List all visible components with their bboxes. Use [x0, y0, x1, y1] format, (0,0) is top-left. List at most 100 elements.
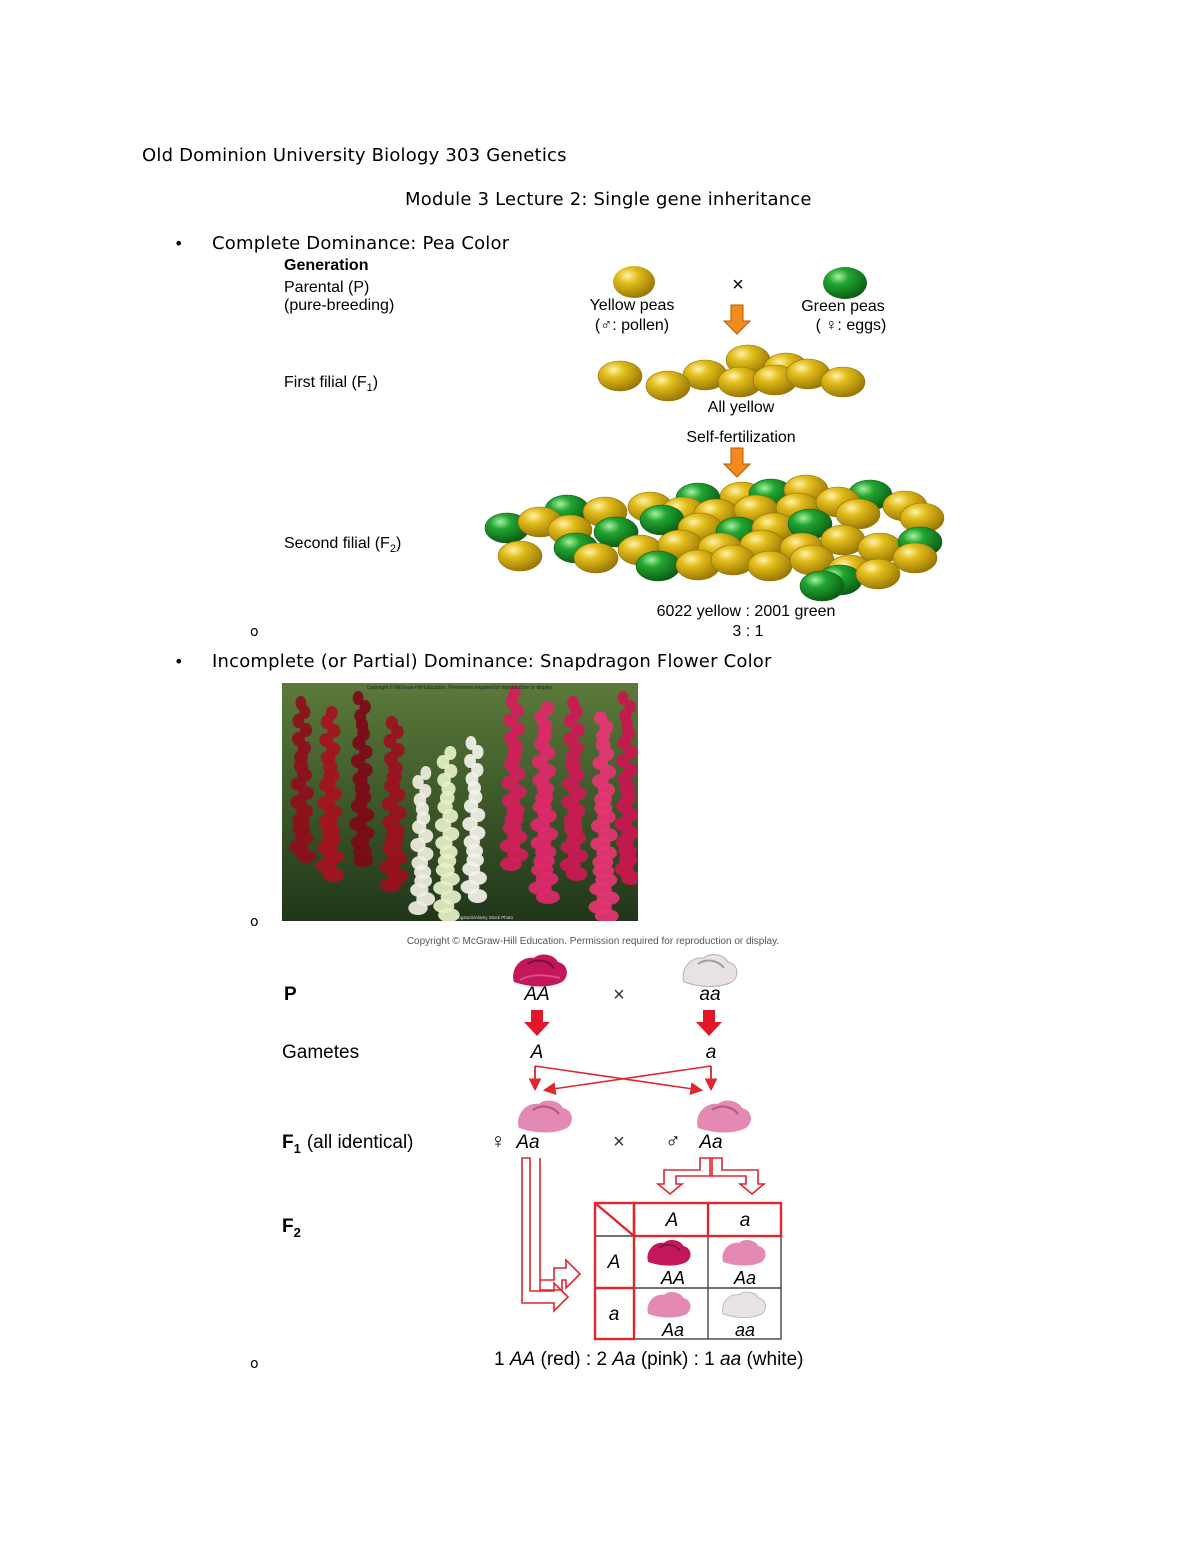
ratio-part: (white) [741, 1349, 803, 1370]
pink-flower-icon [722, 1240, 766, 1266]
course-title: Old Dominion University Biology 303 Gene… [142, 145, 567, 166]
snapdragon-photo: Copyright © McGraw-Hill Education. Permi… [282, 683, 638, 921]
punnett-cell-Aa: Aa [733, 1268, 756, 1288]
sub-bullet-marker: o [250, 1356, 259, 1372]
snapdragon-blossom [438, 908, 460, 921]
gametes-label: Gametes [282, 1042, 359, 1063]
self-fertilization-label: Self-fertilization [686, 429, 795, 446]
pink-flower-icon [697, 1100, 751, 1133]
yellow-pea-parent [613, 266, 655, 298]
punnett-col-A: A [665, 1210, 679, 1231]
snapdragon-blossom [620, 871, 638, 885]
red-flower-icon [647, 1240, 691, 1266]
ratio-part: (red) : 2 [535, 1349, 612, 1370]
snapdragon-blossom [563, 714, 577, 728]
genotype-AA: AA [523, 984, 549, 1005]
snapdragon-blossom [408, 901, 428, 915]
snapdragon-blossom [617, 691, 629, 705]
p-label: P [284, 984, 297, 1005]
green-pea [635, 550, 681, 582]
bullet-complete-dominance: Complete Dominance: Pea Color [212, 233, 510, 254]
snapdragon-blossom [412, 775, 424, 789]
yellow-pea [820, 366, 866, 398]
snapdragon-blossom [444, 746, 457, 760]
white-flower-icon [682, 954, 738, 987]
sub-bullet-marker: o [250, 624, 259, 640]
down-arrow-icon [722, 304, 752, 335]
gamete-cross-arrows [528, 1065, 718, 1090]
generation-heading: Generation [284, 257, 368, 274]
white-flower-icon [722, 1291, 766, 1318]
lecture-title: Module 3 Lecture 2: Single gene inherita… [405, 189, 812, 210]
f2-label-sub: 2 [390, 543, 396, 555]
f2-ratio: 1 AA (red) : 2 Aa (pink) : 1 aa (white) [494, 1349, 803, 1370]
f2-outline-arrows [521, 1157, 767, 1313]
yellow-pea [497, 540, 543, 572]
ratio-part: (pink) : 1 [636, 1349, 720, 1370]
punnett-col-a: a [740, 1210, 751, 1231]
male-symbol-icon: ♂ [665, 1130, 681, 1153]
f1-row-label-f: F [282, 1132, 294, 1153]
f2-row-label-f: F [282, 1216, 294, 1237]
snapdragon-blossom [472, 745, 484, 759]
snapdragon-blossom [299, 723, 313, 737]
snapdragon-blossom [391, 725, 404, 739]
punnett-row-A: A [607, 1252, 621, 1273]
f1-label-sub: 1 [367, 382, 373, 394]
f2-label-text: Second filial (F [284, 535, 390, 552]
yellow-pea [855, 558, 901, 590]
yellow-peas-label: Yellow peas [590, 297, 675, 314]
pea-cross-figure: Generation Parental (P) (pure-breeding) … [284, 257, 945, 640]
snapdragon-cross-figure: Copyright © McGraw-Hill Education. Permi… [282, 936, 803, 1370]
snapdragon-blossom [353, 853, 373, 867]
f1-row-label: F1 (all identical) [282, 1132, 414, 1156]
snapdragon-blossom [565, 867, 588, 881]
ratio-part: 1 [494, 1349, 510, 1370]
down-arrow-icon [722, 447, 752, 478]
yellow-pea [597, 360, 643, 392]
f1-row-label-rest: (all identical) [307, 1132, 414, 1153]
yellow-pea [835, 498, 881, 530]
bullet-marker: • [174, 234, 184, 253]
snapdragon-blossom [464, 754, 476, 768]
snapdragon-blossom [380, 878, 402, 892]
figure-copyright: Copyright © McGraw-Hill Education. Permi… [407, 936, 779, 947]
f2-row-label: F2 [282, 1216, 301, 1240]
yellow-pea [710, 544, 756, 576]
snapdragon-blossom [359, 745, 373, 759]
f2-ratio-label: 3 : 1 [732, 623, 763, 640]
ratio-part: AA [509, 1349, 535, 1370]
snapdragon-blossom [436, 755, 450, 769]
cross-symbol: × [613, 984, 625, 1006]
f2-count-label: 6022 yellow : 2001 green [657, 603, 836, 620]
photo-caption-top: Copyright © McGraw-Hill Education. Permi… [367, 684, 553, 691]
snapdragon-blossom [465, 736, 477, 750]
snapdragon-blossom [467, 889, 488, 903]
green-peas-label: Green peas [801, 298, 885, 315]
snapdragon-blossom [327, 724, 341, 738]
punnett-square [593, 1201, 783, 1341]
cross-symbol: × [732, 274, 744, 296]
yellow-pea [573, 542, 619, 574]
female-symbol-icon: ♀ [490, 1130, 506, 1153]
genotype-Aa-male: Aa [698, 1132, 722, 1153]
green-peas-note: ( ♀: eggs) [816, 317, 887, 334]
yellow-pea [892, 542, 938, 574]
snapdragon-blossom [383, 734, 397, 748]
ratio-part: Aa [611, 1349, 635, 1370]
snapdragon-blossom [594, 909, 619, 921]
bullet-incomplete-dominance: Incomplete (or Partial) Dominance: Snapd… [212, 651, 772, 672]
bullet-marker: • [174, 652, 184, 671]
snapdragon-blossom [420, 766, 432, 780]
snapdragon-blossom [503, 713, 517, 727]
punnett-cell-Aa: Aa [661, 1320, 684, 1340]
punnett-row-a: a [609, 1304, 620, 1325]
down-arrow-icon [524, 1010, 550, 1036]
sub-bullet-marker: o [250, 914, 259, 930]
down-arrow-icon [696, 1010, 722, 1036]
photo-caption-bottom: © Fogstock/Alamy Stock Photo [451, 914, 514, 920]
parental-label: Parental (P) [284, 279, 369, 296]
yellow-peas-note: (♂: pollen) [595, 317, 669, 334]
f1-row-label-sub: 1 [294, 1141, 301, 1156]
yellow-pea [645, 370, 691, 402]
